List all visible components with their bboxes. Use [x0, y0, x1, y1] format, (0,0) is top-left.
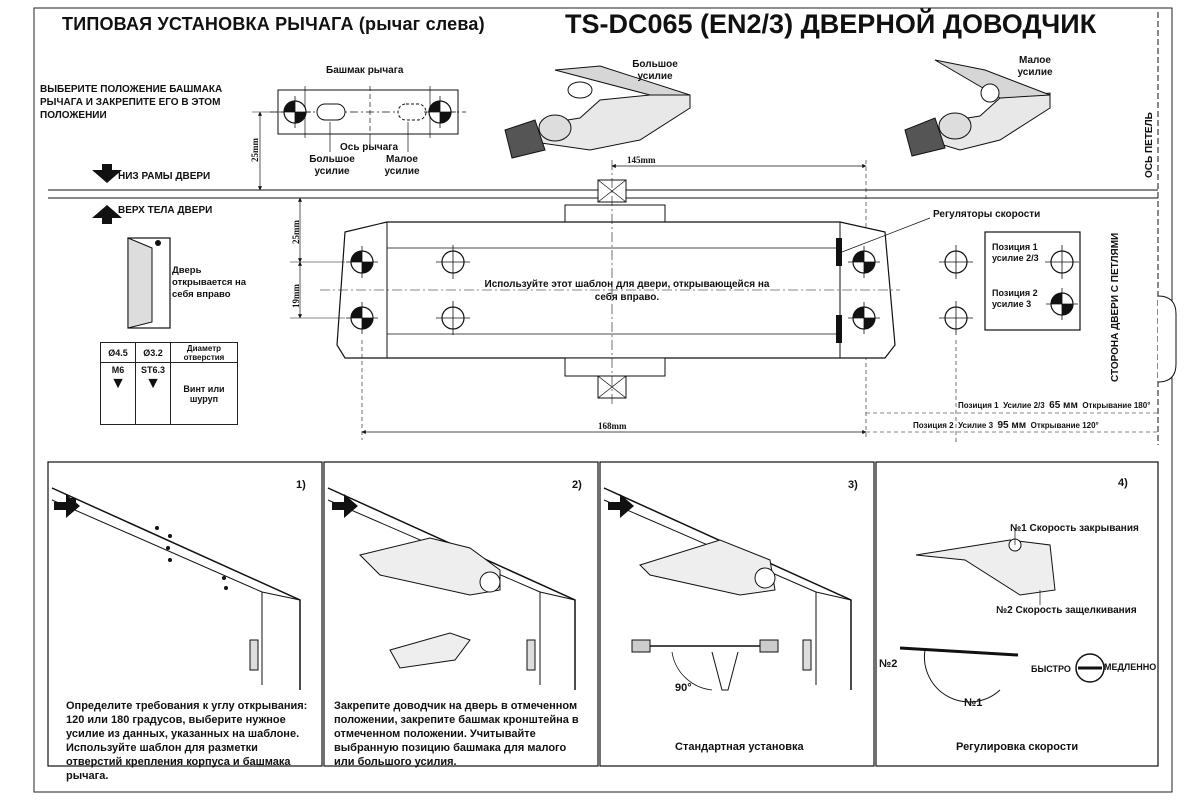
door-opening-label: Дверь открывается на себя вправо: [172, 265, 247, 300]
step3-number: 3): [848, 479, 858, 491]
dim-168: 168mm: [598, 421, 627, 431]
big-force-photo-label: Большое усилие: [632, 59, 678, 82]
dim-25: 25mm: [291, 220, 301, 244]
dim-145: 145mm: [627, 155, 656, 165]
shoe-label: Башмак рычага: [326, 65, 404, 76]
row1-pos: Позиция 1: [958, 401, 999, 410]
n2-label: №2: [879, 658, 898, 670]
step4-illustration: [899, 528, 1105, 703]
page-title-left: ТИПОВАЯ УСТАНОВКА РЫЧАГА (рычаг слева): [62, 14, 485, 34]
step3-arrow-icon: [608, 494, 634, 518]
hinge-axis-label: ОСЬ ПЕТЕЛЬ: [1144, 112, 1155, 178]
slow-label: МЕДЛЕННО: [1104, 662, 1157, 672]
row2-pos: Позиция 2: [913, 421, 954, 430]
door-icon: [127, 237, 171, 329]
lever-axis-label: Ось рычага: [340, 142, 399, 153]
row1-angle: Открывание 180°: [1082, 401, 1151, 410]
step3-illustration: [603, 487, 852, 691]
n1-label: №1: [964, 697, 983, 709]
speed-regulators-label: Регуляторы скорости: [933, 209, 1041, 220]
spec-d1: Ø4.5: [100, 342, 136, 363]
arrow-down-icon: [92, 164, 122, 183]
row2-angle: Открывание 120°: [1030, 421, 1099, 430]
closing-speed-label: №1 Скорость закрывания: [1010, 523, 1139, 534]
step2-illustration: [327, 487, 576, 690]
step1-number: 1): [296, 479, 306, 491]
position-2-label: Позиция 2 усилие 3: [992, 288, 1038, 309]
template-center-text: Используйте этот шаблон для двери, откры…: [484, 279, 770, 303]
step3-text: Стандартная установка: [675, 741, 804, 753]
step1-arrow-icon: [54, 494, 80, 518]
dim-19: 19mm: [291, 284, 301, 308]
arrow-up-icon: [92, 205, 122, 224]
door-top-label: ВЕРХ ТЕЛА ДВЕРИ: [118, 205, 213, 216]
spec-diam-label: Диаметр отверстия: [170, 342, 238, 363]
spec-s1: M6▼: [100, 362, 136, 425]
spec-screw-label: Винт или шуруп: [170, 362, 238, 425]
spec-s2: ST6.3▼: [135, 362, 171, 425]
page-title-right: TS-DC065 (EN2/3) ДВЕРНОЙ ДОВОДЧИК: [565, 9, 1097, 39]
hole-spec-table: Ø4.5 Ø3.2 Диаметр отверстия M6▼ ST6.3▼ В…: [100, 342, 238, 425]
step1-text: Определите требования к углу открывания:…: [66, 700, 308, 782]
step2-text: Закрепите доводчик на дверь в отмеченном…: [334, 700, 579, 768]
latch-speed-label: №2 Скорость защелкивания: [996, 605, 1137, 616]
step2-arrow-icon: [332, 494, 358, 518]
step3-angle-label: 90°: [675, 682, 692, 694]
tapping-screw-icon: ▼: [145, 375, 161, 392]
row2-force: Усилие 3: [958, 421, 994, 430]
step2-number: 2): [572, 479, 582, 491]
step4-number: 4): [1118, 477, 1128, 489]
row1-force: Усилие 2/3: [1003, 401, 1045, 410]
position-row-1: Позиция 1 Усилие 2/3 65 мм Открывание 18…: [958, 400, 1150, 411]
big-force-bracket-illustration: [504, 65, 691, 159]
spec-d2: Ø3.2: [135, 342, 171, 363]
small-force-bracket-illustration: [904, 59, 1051, 157]
frame-bottom-label: НИЗ РАМЫ ДВЕРИ: [118, 171, 211, 182]
row1-mm: 65 мм: [1049, 400, 1078, 411]
fast-label: БЫСТРО: [1031, 664, 1071, 674]
hinge-side-label: СТОРОНА ДВЕРИ С ПЕТЛЯМИ: [1110, 232, 1121, 382]
small-force-bracket-label: Малое усилие: [384, 154, 420, 177]
row2-mm: 95 мм: [997, 420, 1027, 431]
small-force-photo-label: Малое усилие: [1017, 55, 1053, 78]
big-force-bracket-label: Большое усилие: [309, 154, 355, 177]
shoe-position-instruction: ВЫБЕРИТЕ ПОЛОЖЕНИЕ БАШМАКА РЫЧАГА И ЗАКР…: [40, 84, 223, 121]
step4-text: Регулировка скорости: [956, 741, 1079, 753]
dim-25-top: 25mm: [250, 138, 260, 162]
screw-icon: ▼: [110, 375, 126, 392]
position-row-2: Позиция 2 Усилие 3 95 мм Открывание 120°: [913, 420, 1099, 431]
step1-illustration: [51, 487, 301, 690]
position-1-label: Позиция 1 усилие 2/3: [992, 242, 1039, 263]
